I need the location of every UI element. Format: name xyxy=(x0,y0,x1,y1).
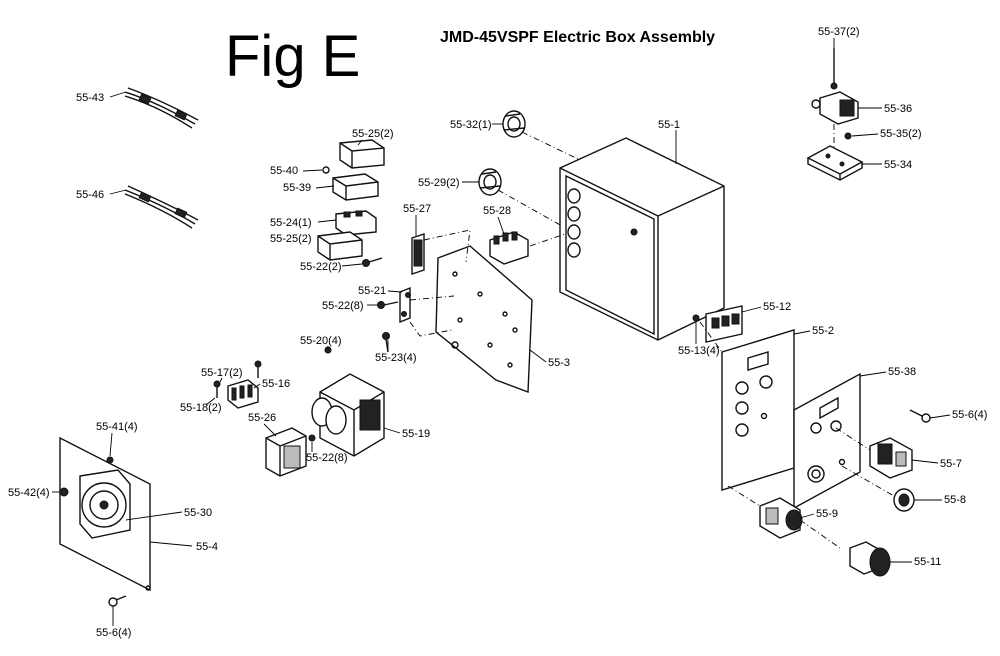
mounting-plate-55-3 xyxy=(435,245,533,393)
assembly-line xyxy=(841,465,895,497)
emergency-stop-55-11 xyxy=(849,541,891,577)
fan-55-30 xyxy=(79,469,131,539)
figure-label: Fig E xyxy=(225,24,360,89)
label-55-22-lower: 55-22(8) xyxy=(306,452,348,464)
label-55-37: 55-37(2) xyxy=(818,26,860,38)
label-55-3: 55-3 xyxy=(548,357,570,369)
panel-55-38 xyxy=(793,372,861,510)
label-55-7: 55-7 xyxy=(940,458,962,470)
label-55-12: 55-12 xyxy=(763,301,791,313)
label-55-43: 55-43 xyxy=(76,92,104,104)
screw-55-23 xyxy=(382,332,390,353)
cable-gland-55-29 xyxy=(478,168,502,196)
label-55-8: 55-8 xyxy=(944,494,966,506)
assembly-line xyxy=(727,485,761,507)
screw-55-6-top xyxy=(909,409,931,423)
label-55-34: 55-34 xyxy=(884,159,912,171)
assembly-line xyxy=(699,321,723,353)
screw-55-22-upper xyxy=(362,257,383,267)
label-55-24: 55-24(1) xyxy=(270,217,312,229)
diagram-title: JMD-45VSPF Electric Box Assembly xyxy=(440,29,715,46)
label-55-25-bottom: 55-25(2) xyxy=(270,233,312,245)
relay-55-24 xyxy=(335,210,377,236)
selector-switch-55-9 xyxy=(759,497,803,539)
label-55-32: 55-32(1) xyxy=(450,119,492,131)
label-55-30: 55-30 xyxy=(184,507,212,519)
label-55-39: 55-39 xyxy=(283,182,311,194)
label-55-40: 55-40 xyxy=(270,165,298,177)
part-labels: 55-43 55-46 55-25(2) 55-40 55-39 55-24(1… xyxy=(8,26,987,639)
label-55-1: 55-1 xyxy=(658,119,680,131)
limit-switch-55-36 xyxy=(811,91,859,125)
label-55-17: 55-17(2) xyxy=(201,367,243,379)
bracket-55-21 xyxy=(399,286,411,324)
label-55-28: 55-28 xyxy=(483,205,511,217)
label-55-6-bottom: 55-6(4) xyxy=(96,627,131,639)
screw-55-37 xyxy=(830,48,838,90)
switch-55-7 xyxy=(869,437,913,479)
label-55-4: 55-4 xyxy=(196,541,218,553)
screw-55-22-mid xyxy=(377,301,399,309)
relay-55-25-top xyxy=(339,139,385,169)
screw-55-35 xyxy=(844,132,852,140)
label-55-18: 55-18(2) xyxy=(180,402,222,414)
label-55-27: 55-27 xyxy=(403,203,431,215)
screw-55-18 xyxy=(213,380,221,398)
screw-55-22-lower xyxy=(308,434,316,442)
assembly-line xyxy=(497,189,563,227)
label-55-20: 55-20(4) xyxy=(300,335,342,347)
assembly-line xyxy=(521,131,581,161)
cable-gland-55-32 xyxy=(502,110,526,138)
assembly-line xyxy=(409,295,455,301)
screw-55-6-bottom xyxy=(108,595,127,607)
label-55-22-upper: 55-22(2) xyxy=(300,261,342,273)
inverter-55-19 xyxy=(311,373,385,457)
label-55-13: 55-13(4) xyxy=(678,345,720,357)
terminal-block-55-28 xyxy=(489,231,529,265)
cable-55-46 xyxy=(124,185,199,229)
label-55-26: 55-26 xyxy=(248,412,276,424)
label-55-35: 55-35(2) xyxy=(880,128,922,140)
label-55-9: 55-9 xyxy=(816,508,838,520)
bracket-55-34 xyxy=(806,145,864,181)
display-55-12 xyxy=(705,305,743,343)
label-55-19: 55-19 xyxy=(402,428,430,440)
label-55-16: 55-16 xyxy=(262,378,290,390)
assembly-line xyxy=(423,229,471,263)
assembly-line xyxy=(409,321,453,337)
cable-55-43 xyxy=(124,87,199,129)
label-55-46: 55-46 xyxy=(76,189,104,201)
label-55-22-mid: 55-22(8) xyxy=(322,300,364,312)
electric-box-55-1 xyxy=(559,137,725,341)
relay-55-25-bottom xyxy=(317,231,363,261)
label-55-23: 55-23(4) xyxy=(375,352,417,364)
transformer-55-26 xyxy=(265,427,307,477)
label-55-38: 55-38 xyxy=(888,366,916,378)
front-panel-55-2 xyxy=(721,329,795,491)
screw-55-13 xyxy=(692,314,700,322)
socket-55-39 xyxy=(322,166,379,201)
label-55-36: 55-36 xyxy=(884,103,912,115)
label-55-11: 55-11 xyxy=(914,556,941,568)
screw-55-17 xyxy=(254,360,262,378)
assembly-line xyxy=(799,519,841,549)
label-55-21: 55-21 xyxy=(358,285,386,297)
assembly-line xyxy=(529,233,566,247)
label-55-25-top: 55-25(2) xyxy=(352,128,394,140)
label-55-29: 55-29(2) xyxy=(418,177,460,189)
terminal-55-16 xyxy=(227,379,259,409)
label-55-6-top: 55-6(4) xyxy=(952,409,987,421)
label-55-42: 55-42(4) xyxy=(8,487,50,499)
din-rail-55-27 xyxy=(411,233,425,275)
label-55-41: 55-41(4) xyxy=(96,421,138,433)
label-55-2: 55-2 xyxy=(812,325,834,337)
pilot-lamp-55-8 xyxy=(893,488,915,512)
